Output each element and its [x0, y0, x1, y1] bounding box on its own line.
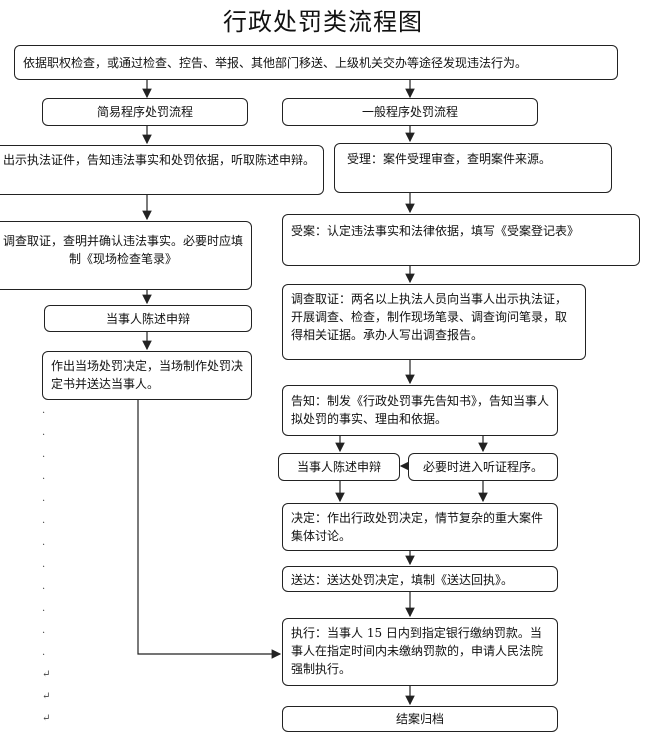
arrow-simple-to-execute	[137, 400, 282, 659]
simple-step-show-credentials: 出示执法证件，告知违法事实和处罚依据，听取陈述申辩。	[0, 145, 324, 195]
start-box: 依据职权检查，或通过检查、控告、举报、其他部门移送、上级机关交办等途径发现违法行…	[14, 45, 618, 80]
general-step-deliver: 送达：送达处罚决定，填制《送达回执》。	[282, 566, 558, 592]
general-step-decision: 决定：作出行政处罚决定，情节复杂的重大案件集体讨论。	[282, 503, 558, 551]
general-procedure-header: 一般程序处罚流程	[282, 98, 538, 126]
general-step-hearing: 必要时进入听证程序。	[408, 453, 558, 481]
simple-step-decision: 作出当场处罚决定，当场制作处罚决定书并送达当事人。	[42, 351, 252, 400]
simple-step-defense: 当事人陈述申辩	[44, 305, 252, 332]
page-title: 行政处罚类流程图	[223, 8, 423, 36]
simple-procedure-header: 简易程序处罚流程	[42, 98, 248, 126]
general-step-execute: 执行：当事人 15 日内到指定银行缴纳罚款。当事人在指定时间内未缴纳罚款的，申请…	[282, 618, 558, 686]
general-step-archive: 结案归档	[282, 706, 558, 732]
general-step-notify: 告知：制发《行政处罚事先告知书》，告知当事人拟处罚的事实、理由和依据。	[282, 385, 558, 436]
general-step-file-case: 受案：认定违法事实和法律依据，填写《受案登记表》	[282, 214, 640, 266]
simple-step-investigate: 调查取证，查明并确认违法事实。必要时应填制《现场检查笔录》	[0, 221, 252, 290]
paragraph-marks: ....... .....↵↵↵	[42, 405, 51, 724]
general-step-accept: 受理：案件受理审查，查明案件来源。	[334, 143, 612, 193]
general-step-investigate: 调查取证：两名以上执法人员向当事人出示执法证，开展调查、检查，制作现场笔录、调查…	[282, 284, 586, 360]
general-step-defense: 当事人陈述申辩	[278, 453, 400, 481]
